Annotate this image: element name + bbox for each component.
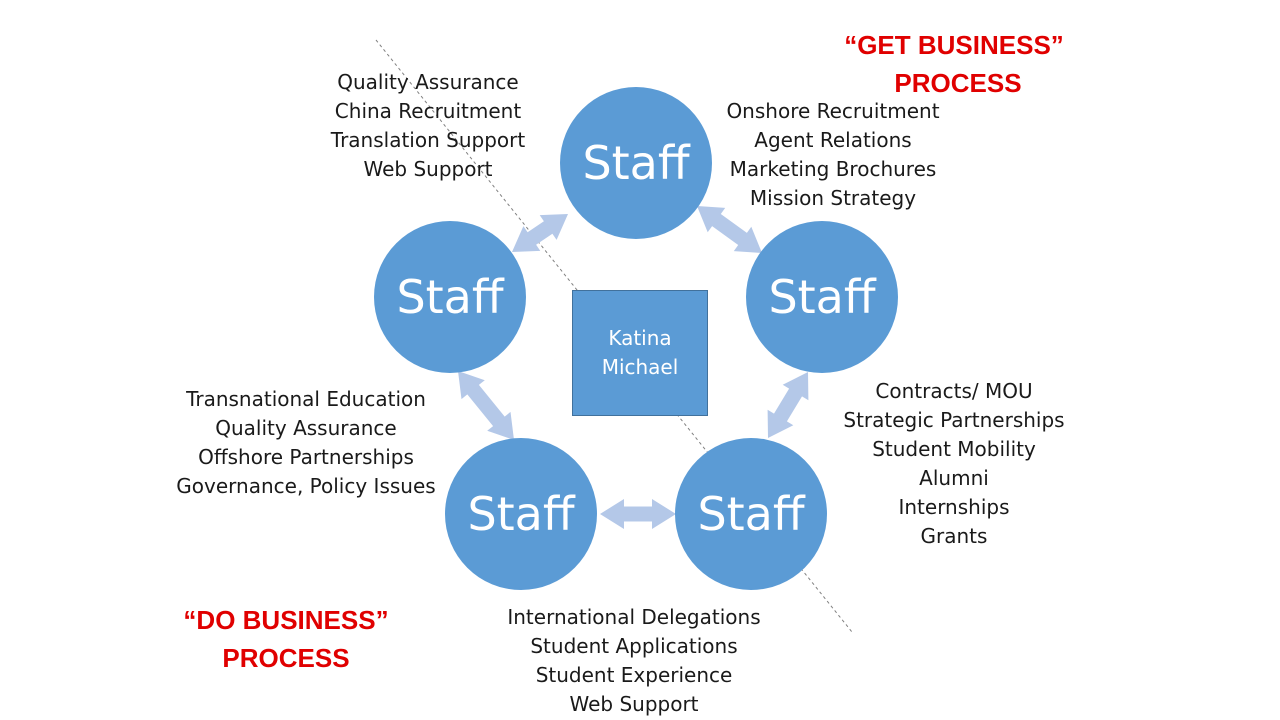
center-name-box[interactable]: Katina Michael (572, 290, 708, 416)
arrow-bottom (600, 499, 676, 529)
task-group-top-right: Onshore Recruitment Agent Relations Mark… (713, 97, 953, 213)
staff-node-label: Staff (768, 270, 876, 324)
arrow-top-right (697, 206, 762, 253)
do-business-subtitle: PROCESS (222, 643, 350, 673)
arrows-group (458, 206, 809, 529)
task-group-bottom: International Delegations Student Applic… (494, 603, 774, 719)
task-item: Student Applications (530, 634, 738, 658)
staff-node-right[interactable]: Staff (746, 221, 898, 373)
task-item: Agent Relations (754, 128, 912, 152)
task-item: Internships (898, 495, 1010, 519)
get-business-process-label: “GET BUSINESS” PROCESS (814, 26, 1094, 102)
staff-node-label: Staff (697, 487, 805, 541)
task-item: Offshore Partnerships (198, 445, 414, 469)
task-item: Quality Assurance (337, 70, 519, 94)
task-item: Onshore Recruitment (726, 99, 940, 123)
task-item: Web Support (569, 692, 699, 716)
task-group-right: Contracts/ MOU Strategic Partnerships St… (834, 377, 1074, 551)
get-business-subtitle: PROCESS (894, 68, 1022, 98)
task-item: Contracts/ MOU (875, 379, 1033, 403)
task-item: Transnational Education (186, 387, 426, 411)
task-item: International Delegations (507, 605, 761, 629)
arrow-right-bottom (767, 372, 809, 438)
task-item: Quality Assurance (215, 416, 397, 440)
staff-node-label: Staff (396, 270, 504, 324)
task-item: China Recruitment (334, 99, 522, 123)
arrow-top-left (512, 214, 568, 252)
task-item: Web Support (363, 157, 493, 181)
task-item: Grants (920, 524, 988, 548)
task-group-top-left: Quality Assurance China Recruitment Tran… (318, 68, 538, 184)
task-group-left: Transnational Education Quality Assuranc… (166, 385, 446, 501)
get-business-title: “GET BUSINESS” (844, 30, 1064, 60)
task-item: Strategic Partnerships (843, 408, 1065, 432)
task-item: Translation Support (330, 128, 526, 152)
task-item: Governance, Policy Issues (176, 474, 436, 498)
task-item: Mission Strategy (749, 186, 917, 210)
task-item: Student Mobility (872, 437, 1036, 461)
center-name-first: Katina (608, 326, 672, 350)
staff-node-bottom-right[interactable]: Staff (675, 438, 827, 590)
task-item: Alumni (919, 466, 989, 490)
staff-node-label: Staff (582, 136, 690, 190)
staff-node-top[interactable]: Staff (560, 87, 712, 239)
staff-node-label: Staff (467, 487, 575, 541)
do-business-process-label: “DO BUSINESS” PROCESS (146, 601, 426, 677)
staff-node-bottom-left[interactable]: Staff (445, 438, 597, 590)
arrow-left-bottom (458, 371, 514, 440)
task-item: Student Experience (535, 663, 733, 687)
staff-node-left[interactable]: Staff (374, 221, 526, 373)
task-item: Marketing Brochures (729, 157, 937, 181)
center-name-last: Michael (601, 355, 679, 379)
do-business-title: “DO BUSINESS” (183, 605, 389, 635)
